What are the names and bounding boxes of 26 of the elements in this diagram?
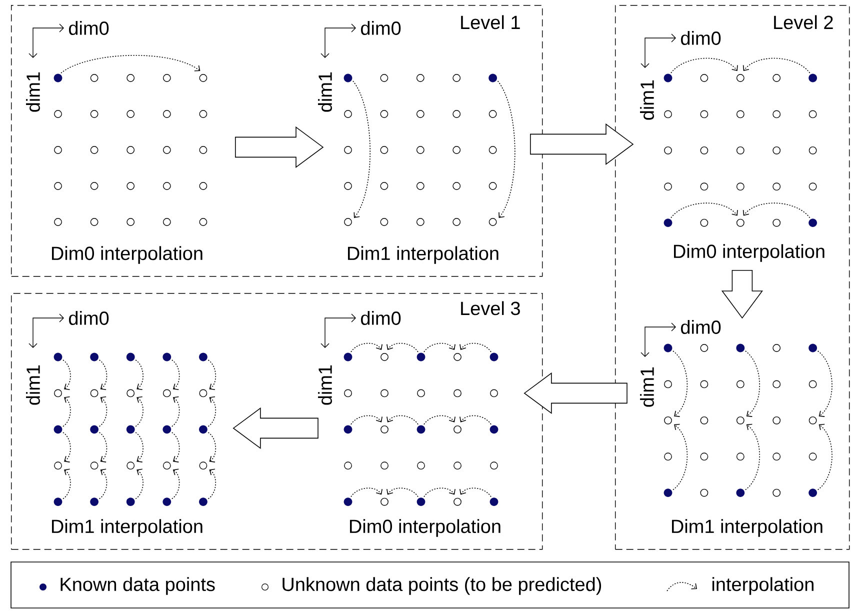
axis-label: dim1 xyxy=(318,365,332,405)
block-arrow xyxy=(524,372,628,414)
block-arrow xyxy=(232,407,318,449)
axis-label: dim0 xyxy=(69,311,109,325)
panel-caption: Dim0 interpolation xyxy=(674,244,824,262)
legend-entry: Unknown data points (to be predicted) xyxy=(262,577,602,595)
block-arrow xyxy=(235,126,324,168)
panel-caption: Dim1 interpolation xyxy=(52,519,202,537)
panel-caption: Dim1 interpolation xyxy=(672,519,822,537)
panel-caption: Dim1 interpolation xyxy=(348,246,498,264)
axis-label: dim0 xyxy=(361,311,401,325)
panel-caption: Dim0 interpolation xyxy=(350,519,500,537)
axis-label: dim0 xyxy=(681,31,721,45)
axis-label: dim1 xyxy=(26,72,40,112)
legend-entry: Known data points xyxy=(40,577,215,595)
axis-label: dim1 xyxy=(318,72,332,112)
axis-label: dim1 xyxy=(640,367,654,407)
axis-label: dim1 xyxy=(640,80,654,120)
block-arrow xyxy=(721,270,763,319)
legend-entry: interpolation xyxy=(666,577,814,595)
axis-label: dim0 xyxy=(69,21,109,35)
axis-label: dim1 xyxy=(26,365,40,405)
axis-label: dim0 xyxy=(361,21,401,35)
panel-caption: Dim0 interpolation xyxy=(52,246,202,264)
axis-label: dim0 xyxy=(681,320,721,334)
block-arrow xyxy=(530,123,634,165)
